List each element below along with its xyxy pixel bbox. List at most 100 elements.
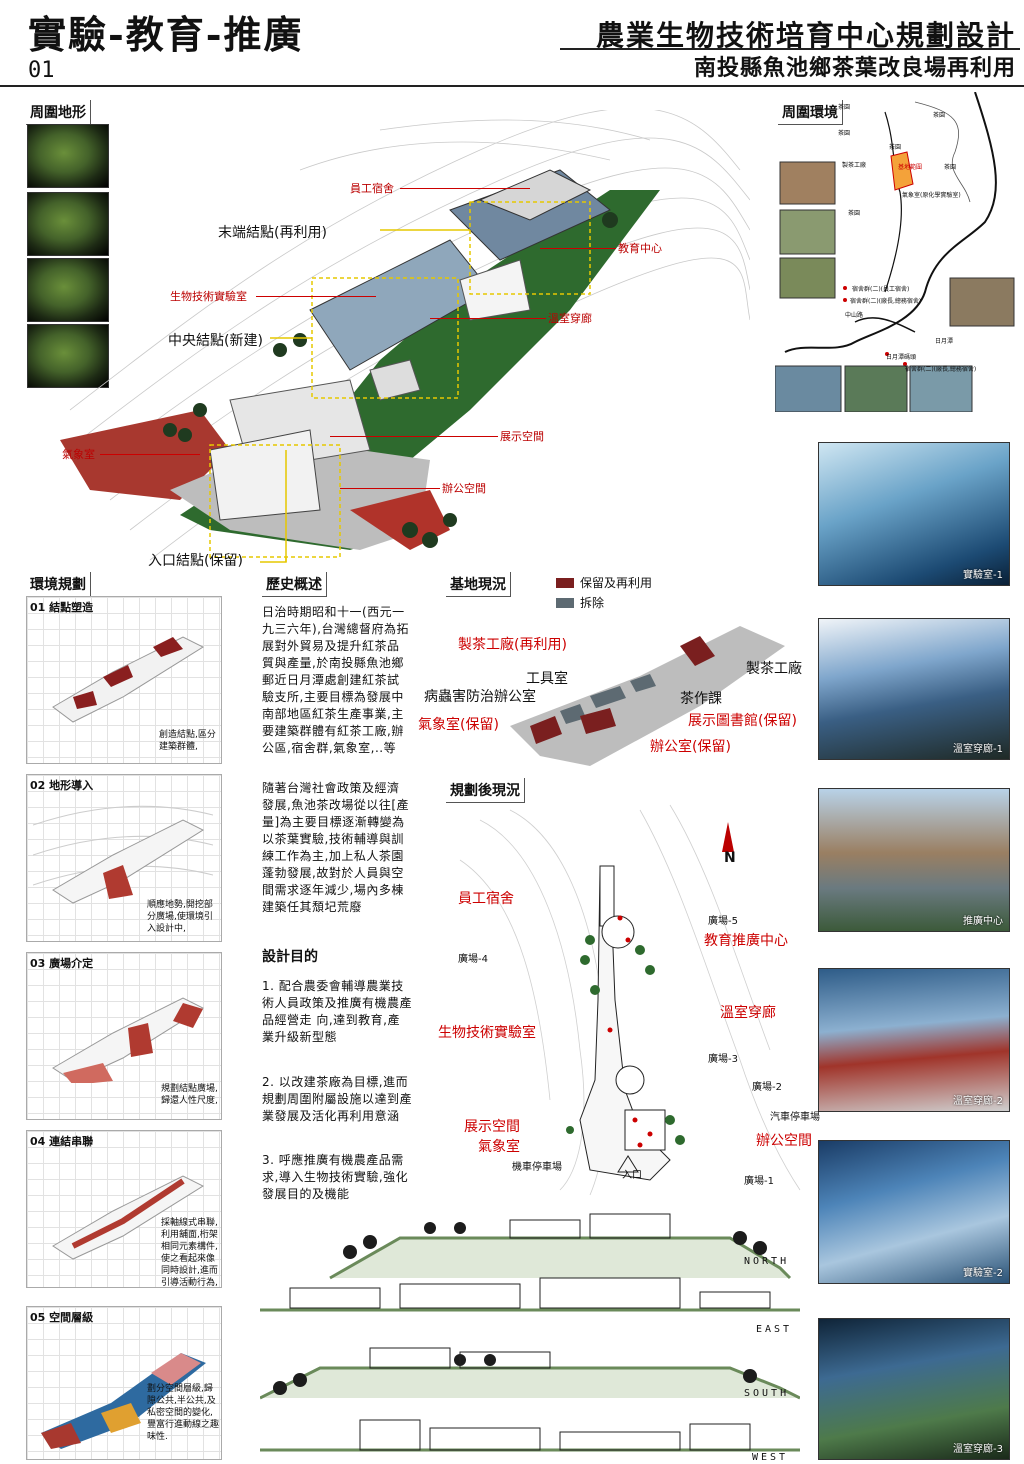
- axon-label-central-node: 中央結點(新建): [168, 333, 263, 349]
- legend-swatch-demolish: [556, 598, 574, 608]
- render-greenhouse-3: 溫室穿廊-3: [818, 1318, 1010, 1460]
- render-caption: 溫室穿廊-2: [953, 1096, 1003, 1107]
- project-title: 農業生物技術培育中心規劃設計: [595, 19, 1016, 52]
- elevation-label-south: SOUTH: [744, 1388, 790, 1399]
- title-divider: [560, 48, 1020, 50]
- leader-line: [340, 488, 440, 489]
- env-planning-label: 環境規劃: [26, 572, 91, 597]
- plan-label-plaza1: 廣場-1: [744, 1176, 774, 1187]
- render-caption: 溫室穿廊-1: [953, 744, 1003, 755]
- terrain-thumb-3: [27, 258, 109, 322]
- north-arrow-label: N: [724, 850, 736, 866]
- design-goal-label: 設計目的: [262, 949, 318, 965]
- env-step-3: 03 廣場介定 規劃結點廣場,歸還人性尺度,: [26, 952, 222, 1120]
- env-step-note: 規劃結點廣場,歸還人性尺度,: [161, 1084, 218, 1106]
- surroundings-label: 周圍環境: [778, 100, 843, 125]
- env-step-title: 01 結點塑造: [30, 601, 94, 614]
- history-label: 歷史概述: [262, 572, 327, 597]
- axon-label-weather: 氣象室: [62, 448, 95, 461]
- elevation-label-west: WEST: [752, 1452, 789, 1463]
- legend-swatch-keep: [556, 578, 574, 588]
- map-label: 茶園: [944, 164, 957, 171]
- env-step-note: 創造結點,區分建築群體,: [159, 730, 216, 752]
- map-label: 宿舍群(二)(員工宿舍): [852, 286, 910, 293]
- map-label: 基地範圍: [898, 164, 923, 171]
- site-status-library-keep: 展示圖書館(保留): [688, 713, 797, 729]
- terrain-label: 周圍地形: [26, 100, 91, 125]
- site-status-diagram: [510, 626, 785, 766]
- plan-after-drawing: [459, 804, 801, 1196]
- site-status-tool-room: 工具室: [526, 671, 568, 687]
- plan-label-biotech: 生物技術實驗室: [438, 1025, 536, 1041]
- plan-label-edu-promo: 教育推廣中心: [704, 933, 788, 949]
- env-step-diagram: [52, 997, 205, 1083]
- project-subtitle: 南投縣魚池鄉茶葉改良場再利用: [693, 56, 1016, 81]
- plan-label-plaza2: 廣場-2: [752, 1082, 782, 1093]
- render-promo-center: 推廣中心: [818, 788, 1010, 932]
- axon-label-edu-center: 教育中心: [618, 242, 662, 255]
- site-status-pest-office: 病蟲害防治辦公室: [424, 689, 536, 705]
- env-step-title: 03 廣場介定: [30, 957, 94, 970]
- map-label: 宿舍群(二)(廠長,總務宿舍): [850, 298, 922, 305]
- map-label: 中山路: [845, 312, 864, 319]
- map-label: 茶園: [933, 112, 946, 119]
- header-rule: [0, 85, 1024, 87]
- map-label: 製茶工廠: [842, 162, 867, 169]
- plan-label-exhibit: 展示空間: [464, 1119, 520, 1135]
- env-step-title: 04 連結串聯: [30, 1135, 94, 1148]
- map-label: 茶園: [889, 144, 902, 151]
- env-step-diagram: [52, 636, 205, 723]
- plan-label-plaza5: 廣場-5: [708, 916, 738, 927]
- render-lab-1: 實驗室-1: [818, 442, 1010, 586]
- env-step-4: 04 連結串聯 採軸線式串聯,利用舖面,桁架相同元素構件,使之看起來像同時設計,…: [26, 1130, 222, 1288]
- env-step-5: 05 空間層級 劃分空間層級,歸隙公共,半公共,及私密空間的變化,豐富行進動線之…: [26, 1306, 222, 1460]
- site-status-tea-factory-reuse: 製茶工廠(再利用): [458, 637, 567, 653]
- axon-label-office: 辦公空間: [442, 482, 486, 495]
- env-step-diagram: [41, 1353, 206, 1449]
- render-greenhouse-1: 溫室穿廊-1: [818, 618, 1010, 760]
- map-label: 宿舍群(二)(廠長,總務宿舍): [905, 366, 977, 373]
- env-step-diagram: [52, 1175, 205, 1260]
- render-caption: 實驗室-1: [963, 570, 1003, 581]
- site-status-weather-keep: 氣象室(保留): [418, 717, 499, 733]
- elevations-drawing: [260, 1213, 800, 1452]
- site-status-tea-section: 茶作課: [680, 691, 722, 707]
- env-step-note: 採軸線式串聯,利用舖面,桁架相同元素構件,使之看起來像同時設計,進而引導活動行為…: [161, 1218, 218, 1288]
- terrain-thumb-2: [27, 192, 109, 256]
- env-step-note: 順應地勢,開挖部分廣場,使環境引入設計中,: [147, 900, 213, 934]
- leader-line: [430, 318, 546, 319]
- leader-line: [100, 454, 200, 455]
- terrain-thumb-1: [27, 124, 109, 188]
- render-greenhouse-2: 溫室穿廊-2: [818, 968, 1010, 1112]
- plan-label-car-park: 汽車停車場: [770, 1112, 820, 1123]
- elevation-label-north: NORTH: [744, 1256, 790, 1267]
- leader-line: [540, 248, 616, 249]
- plan-after-label: 規劃後現況: [446, 778, 525, 803]
- env-step-title: 05 空間層級: [30, 1311, 94, 1324]
- plan-label-greenhouse: 溫室穿廊: [720, 1005, 776, 1021]
- map-label: 茶園: [848, 210, 861, 217]
- axon-label-entry-node: 入口結點(保留): [148, 553, 243, 569]
- env-step-2: 02 地形導入 順應地勢,開挖部分廣場,使環境引入設計中,: [26, 774, 222, 942]
- legend-label-demolish: 拆除: [580, 596, 605, 610]
- plan-label-entry: 入口: [622, 1170, 642, 1181]
- map-label: 茶園: [838, 104, 851, 111]
- design-goal-item-3: 3. 呼應推廣有機農產品需求,導入生物技術實驗,強化發展目的及機能: [262, 1153, 409, 1201]
- elevation-label-east: EAST: [756, 1324, 793, 1335]
- map-label: 日月潭碼頭: [886, 354, 917, 361]
- site-status-tea-factory: 製茶工廠: [746, 661, 802, 677]
- axon-label-staff-dorm: 員工宿舍: [350, 182, 394, 195]
- render-caption: 推廣中心: [963, 916, 1003, 927]
- design-goal-item-2: 2. 以改建茶廠為目標,進而規劃周圍附屬設施以達到產業發展及活化再利用意涵: [262, 1075, 413, 1123]
- plan-label-plaza3: 廣場-3: [708, 1054, 738, 1065]
- render-lab-2: 實驗室-2: [818, 1140, 1010, 1284]
- plan-label-plaza4: 廣場-4: [458, 954, 488, 965]
- poster-title: 實驗-教育-推廣: [28, 12, 304, 57]
- legend-label-keep: 保留及再利用: [580, 576, 653, 590]
- map-label: 氣象室(原化學實驗室): [902, 192, 961, 199]
- sheet-number: 01: [28, 58, 55, 83]
- history-paragraph-1: 日治時期昭和十一(西元一九三六年),台灣總督府為拓展對外貿易及提升紅茶品質與產量…: [262, 605, 409, 755]
- axon-label-end-node: 末端結點(再利用): [218, 225, 327, 241]
- axon-label-biotech-lab: 生物技術實驗室: [170, 290, 247, 303]
- env-step-note: 劃分空間層級,歸隙公共,半公共,及私密空間的變化,豐富行進動線之趣味性.: [147, 1384, 220, 1442]
